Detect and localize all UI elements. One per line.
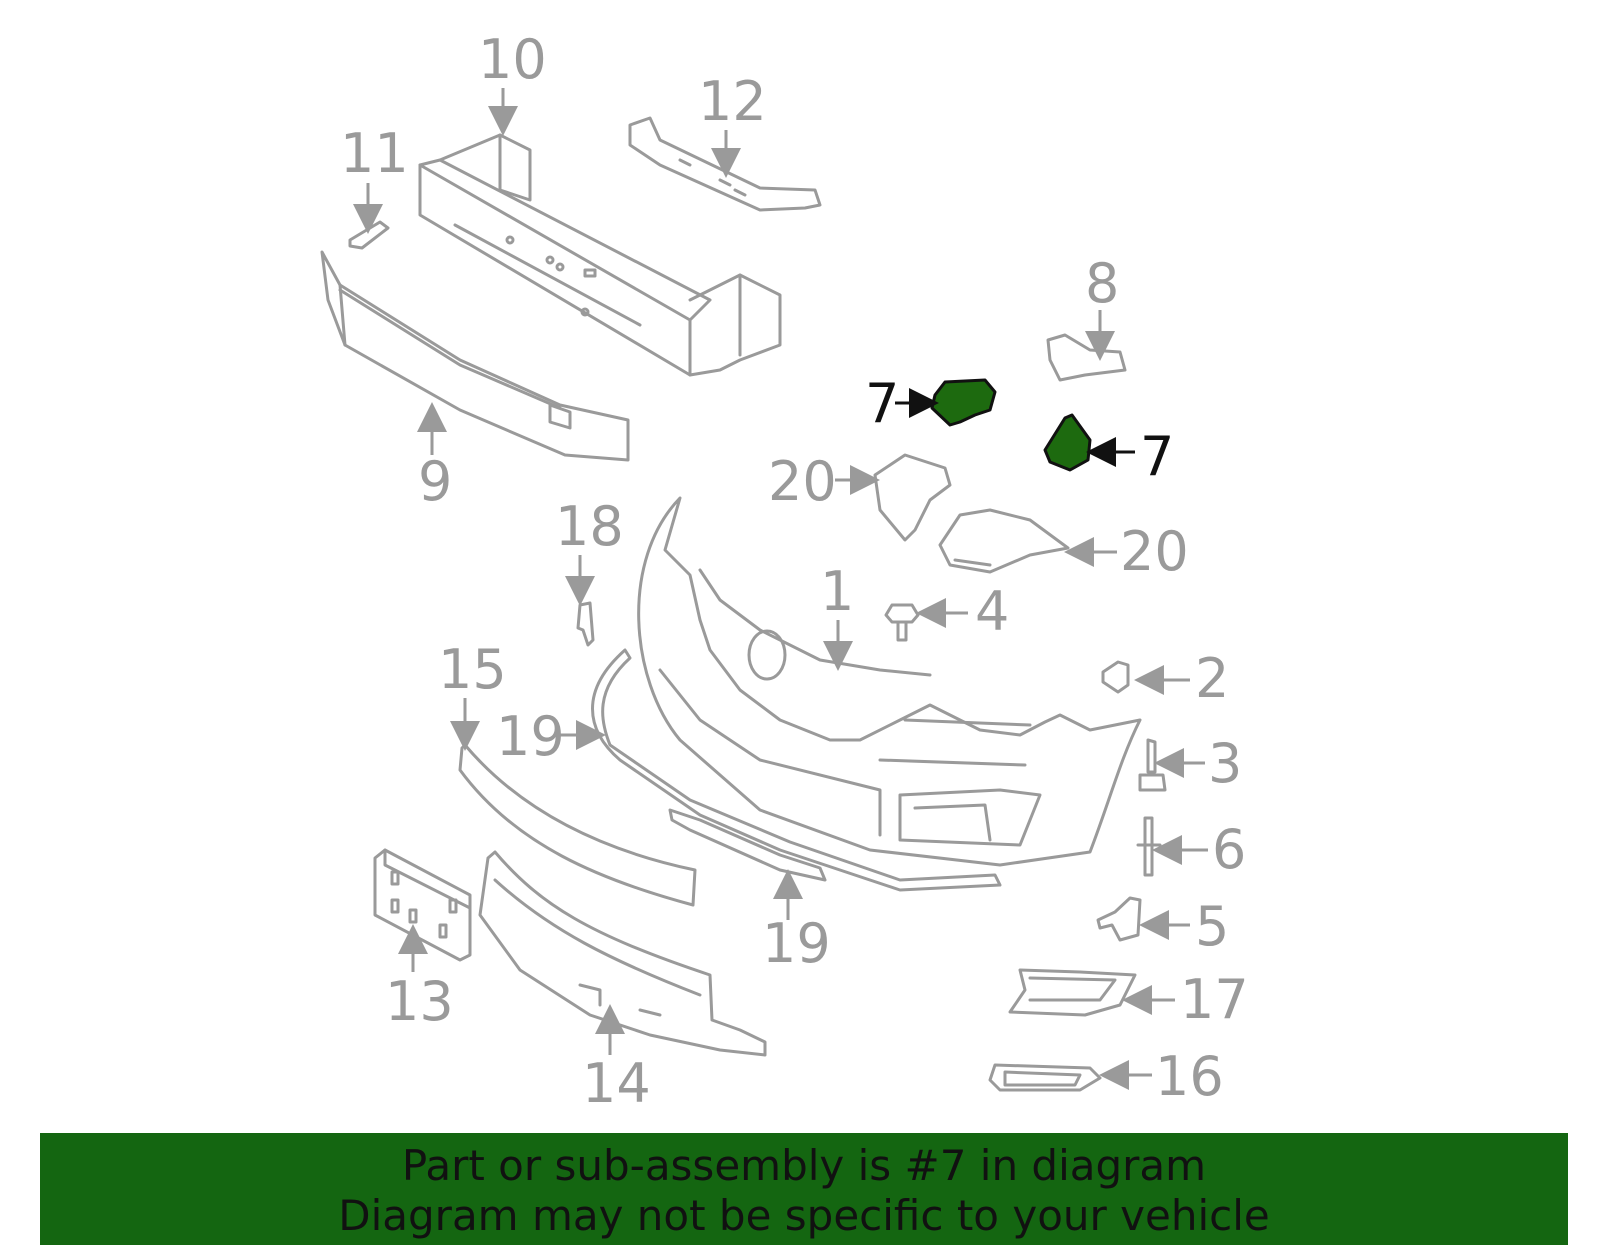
part-16-bezel [988,1063,1102,1092]
banner-line-1: Part or sub-assembly is #7 in diagram [401,1141,1207,1190]
part-12-bracket [628,116,822,212]
callout-17: 17 [1180,968,1249,1031]
part-9-absorber [320,250,630,462]
part-4-bolt [884,603,920,642]
callout-19-bottom: 19 [762,912,831,975]
info-banner: Part or sub-assembly is #7 in diagram Di… [40,1133,1568,1245]
callout-6: 6 [1212,818,1246,881]
callout-12: 12 [698,70,767,133]
part-7-right [1043,413,1092,472]
part-5-bracket [1096,896,1142,942]
part-18-clip [576,601,595,647]
callout-19-left: 19 [496,705,565,768]
part-2-clip [1101,660,1130,694]
part-17-bezel [1008,968,1137,1017]
callout-14: 14 [582,1052,651,1115]
callout-11: 11 [340,122,409,185]
part-13-license-bracket [373,848,472,962]
leader-arrows [353,88,1208,1090]
callout-8: 8 [1085,252,1119,315]
callout-7-left: 7 [865,372,899,435]
part-3-screw [1138,738,1167,792]
callout-2: 2 [1195,647,1229,710]
callout-15: 15 [438,638,507,701]
part-20-left [873,453,952,542]
callout-16: 16 [1155,1045,1224,1108]
part-8-bracket [1046,333,1127,382]
part-7-left [930,378,997,427]
part-19-strip-upper [591,648,1002,892]
callout-20-left: 20 [768,450,837,513]
callout-13: 13 [385,970,454,1033]
callout-20-right: 20 [1120,520,1189,583]
part-6-pin [1136,816,1162,877]
callout-1: 1 [820,560,854,623]
callout-4: 4 [975,580,1009,643]
part-19-strip-lower [668,808,827,882]
part-20-right [938,508,1070,574]
banner-line-2: Diagram may not be specific to your vehi… [338,1191,1270,1240]
callout-7-right: 7 [1140,425,1174,488]
callout-9: 9 [418,450,452,513]
part-1-bumper-cover [637,496,1142,867]
part-14-lower-grille [478,850,767,1057]
callout-3: 3 [1208,732,1242,795]
callout-10: 10 [478,28,547,91]
callout-5: 5 [1195,895,1229,958]
leader-arrows-highlight [895,388,1135,467]
part-15-molding [458,743,697,907]
part-10-reinforcement [418,133,782,377]
callout-18: 18 [555,495,624,558]
